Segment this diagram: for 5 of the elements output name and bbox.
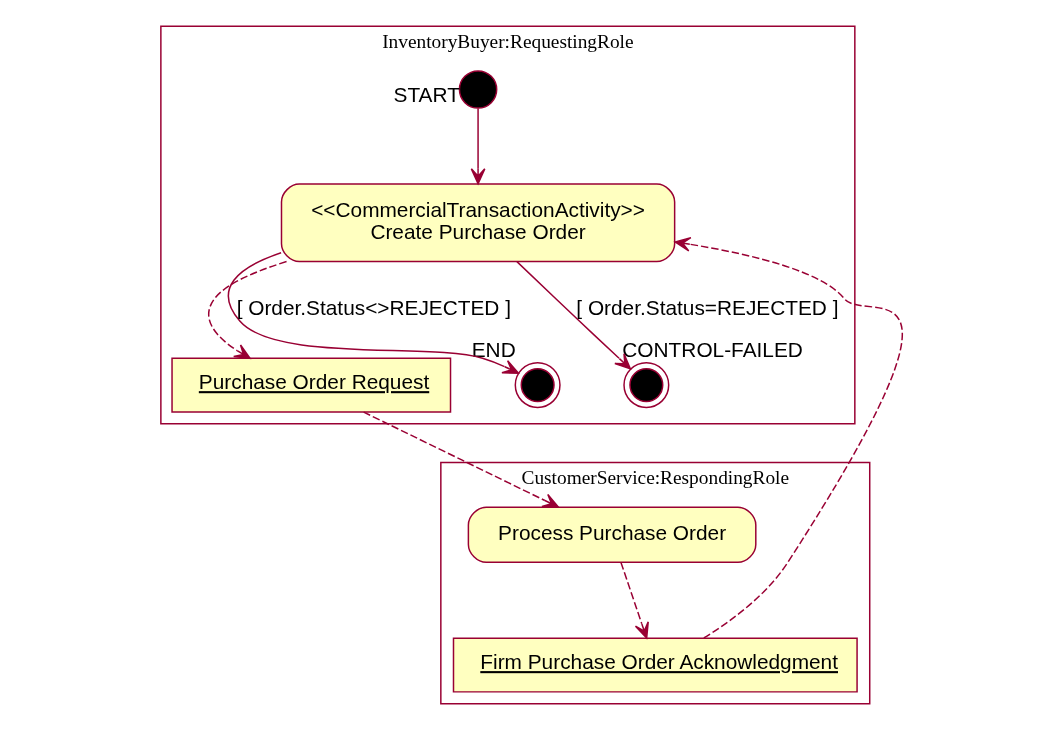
- edge-label: [ Order.Status<>REJECTED ]: [236, 296, 511, 320]
- node-label: CONTROL-FAILED: [622, 338, 803, 362]
- edge-label: [ Order.Status=REJECTED ]: [576, 296, 839, 320]
- node-label: END: [471, 338, 516, 362]
- node-label: START: [393, 83, 460, 107]
